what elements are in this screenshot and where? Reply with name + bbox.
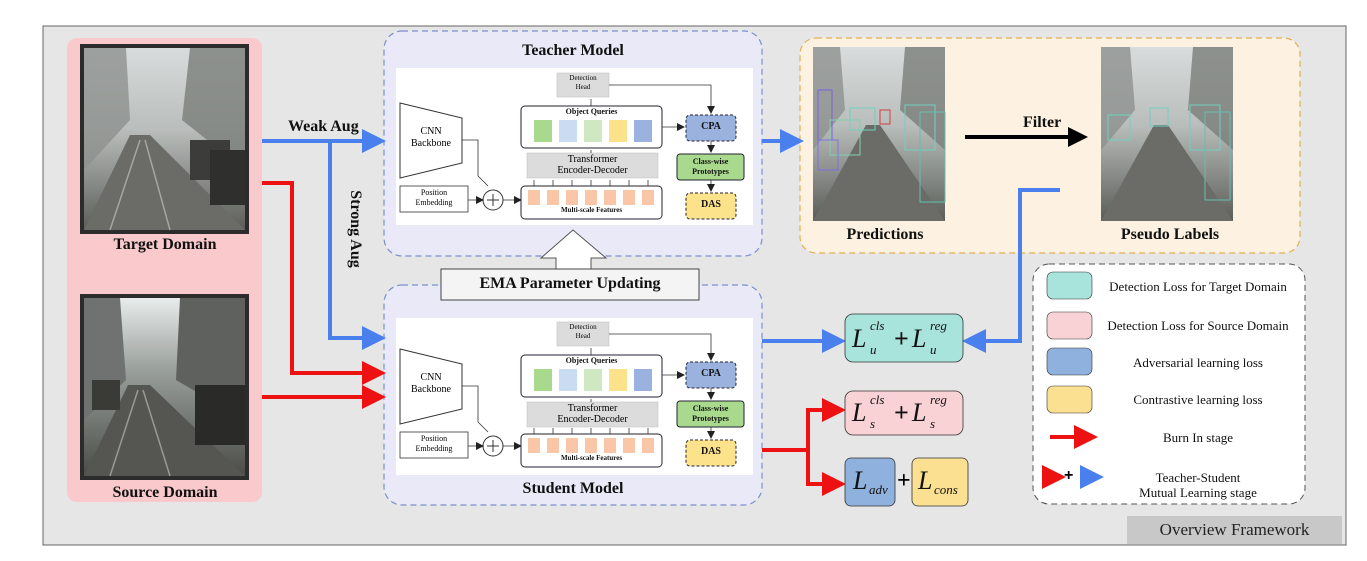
- student-queries-label: Object Queries: [565, 356, 618, 365]
- student-multiscale-label: Multi-scale Features: [560, 454, 623, 462]
- pseudo-labels-image: [1101, 47, 1233, 221]
- filter-label: Filter: [1023, 114, 1062, 131]
- legend-plus: +: [1064, 467, 1074, 484]
- legend-text-source: Detection Loss for Source Domain: [1107, 318, 1289, 333]
- strong-aug-label: Strong Aug: [347, 190, 364, 268]
- student-internals: [399, 321, 745, 468]
- student-pos-line2: Embedding: [415, 444, 453, 453]
- target-red-arrow: [262, 181, 386, 385]
- adv-loss-box: [844, 457, 896, 507]
- student-das-label: DAS: [700, 446, 721, 457]
- teacher-cw-line2: Prototypes: [692, 167, 729, 176]
- student-position-embedding: [399, 431, 469, 459]
- legend-text-cons: Contrastive learning loss: [1133, 392, 1263, 407]
- legend-text-burnin: Burn In stage: [1162, 430, 1234, 445]
- ema-up-arrow: [539, 229, 608, 271]
- student-pos-line1: Position: [420, 434, 448, 443]
- strong-aug-arrow: [328, 141, 386, 350]
- plus-sign: +: [897, 468, 911, 494]
- teacher-head-line2: Head: [575, 83, 591, 91]
- overview-tag: [1127, 516, 1342, 544]
- pseudo-labels-label: Pseudo Labels: [1120, 226, 1220, 243]
- target-domain-image: [80, 44, 249, 234]
- overview-tag-label: Overview Framework: [1159, 520, 1310, 539]
- predictions-image: [813, 47, 946, 221]
- teacher-tr-line1: Transformer: [567, 154, 618, 165]
- cons-loss-box: [911, 457, 969, 507]
- student-cnn-line2: Backbone: [411, 384, 451, 395]
- legend-text-mutual: Teacher-Student Mutual Learning stage: [1139, 470, 1257, 500]
- legend-swatch-target: [1046, 271, 1093, 300]
- teacher-das-label: DAS: [700, 199, 721, 210]
- teacher-cw-line1: Class-wise: [692, 157, 729, 166]
- legend-swatch-cons: [1046, 385, 1093, 414]
- teacher-tr-line2: Encoder-Decoder: [557, 165, 628, 176]
- teacher-detection-head: [556, 72, 610, 98]
- cons-loss-formula: L cons: [918, 466, 958, 497]
- source-loss-box: [844, 390, 964, 436]
- teacher-cnn-line1: CNN: [420, 126, 442, 137]
- student-cw-line2: Prototypes: [692, 414, 729, 423]
- teacher-title: Teacher Model: [522, 42, 624, 59]
- teacher-cnn-backbone: [399, 102, 463, 179]
- teacher-classwise-prototypes: [676, 153, 745, 181]
- student-transformer: [526, 401, 659, 428]
- legend-swatch-adv: [1046, 347, 1093, 376]
- teacher-head-line1: Detection: [569, 74, 597, 82]
- teacher-pos-line2: Embedding: [415, 198, 453, 207]
- teacher-cpa-label: CPA: [701, 121, 721, 132]
- teacher-multiscale-label: Multi-scale Features: [560, 206, 623, 214]
- teacher-cnn-line2: Backbone: [411, 138, 451, 149]
- student-cw-line1: Class-wise: [692, 404, 729, 413]
- source-loss-formula: L cls s + L reg s: [852, 392, 947, 431]
- legend-text-adv: Adversarial learning loss: [1133, 355, 1263, 370]
- student-classwise-prototypes: [676, 400, 745, 428]
- student-detection-head: [556, 321, 610, 347]
- pseudo-to-loss-arrow: [962, 188, 1060, 353]
- source-domain-image: [80, 294, 249, 480]
- source-domain-label: Source Domain: [112, 484, 218, 501]
- student-das: [685, 439, 737, 467]
- student-head-line1: Detection: [569, 323, 597, 331]
- teacher-das: [685, 192, 737, 220]
- student-cpa-label: CPA: [701, 368, 721, 379]
- target-loss-box: [844, 313, 964, 363]
- weak-aug-label: Weak Aug: [288, 118, 359, 135]
- teacher-cpa: [685, 114, 737, 142]
- student-cnn-backbone: [399, 348, 463, 425]
- student-head-line2: Head: [575, 332, 591, 340]
- student-tr-line2: Encoder-Decoder: [557, 414, 628, 425]
- legend-box: [1032, 263, 1306, 505]
- student-cnn-line1: CNN: [420, 372, 442, 383]
- teacher-transformer: [526, 152, 659, 179]
- legend-text-target: Detection Loss for Target Domain: [1109, 279, 1287, 294]
- legend-swatch-source: [1046, 311, 1093, 340]
- target-loss-formula: L cls u + L reg u: [852, 318, 947, 357]
- ema-label: EMA Parameter Updating: [479, 275, 661, 292]
- predictions-label: Predictions: [846, 226, 924, 243]
- student-title: Student Model: [522, 480, 624, 497]
- teacher-internals: [399, 72, 745, 220]
- teacher-position-embedding: [399, 185, 469, 213]
- ema-box: [440, 268, 700, 301]
- target-domain-label: Target Domain: [113, 236, 217, 253]
- student-tr-line1: Transformer: [567, 403, 618, 414]
- teacher-queries-label: Object Queries: [565, 107, 618, 116]
- student-cpa: [685, 361, 737, 389]
- adv-loss-formula: L adv: [853, 466, 888, 497]
- teacher-pos-line1: Position: [420, 188, 448, 197]
